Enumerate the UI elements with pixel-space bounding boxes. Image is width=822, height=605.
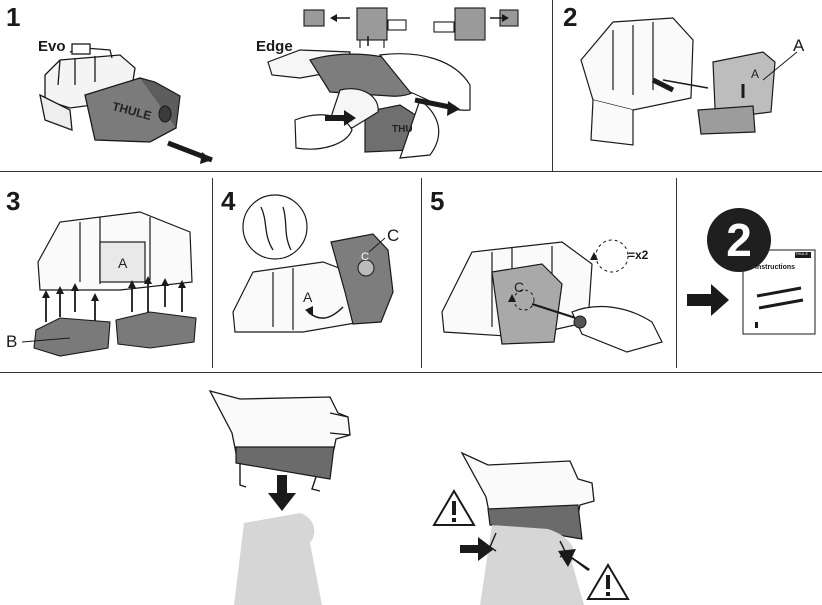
divider-step5 — [421, 178, 422, 368]
step-5-number: 5 — [430, 186, 445, 216]
cover-c — [330, 233, 394, 325]
step-2-illustration: A — [580, 17, 798, 146]
callout-a: A — [793, 36, 805, 55]
evo-foot-illustration: THULE — [39, 43, 213, 164]
edge-logo: THU — [392, 124, 413, 135]
cover-c-letter: C — [361, 251, 369, 263]
step-2-panel: 2 A A — [553, 0, 822, 171]
edge-foot-illustration: THU — [267, 7, 519, 159]
screw-multiplier: =x2 — [628, 248, 649, 262]
divider-top — [0, 171, 822, 172]
rubber-pad-upper — [235, 446, 335, 480]
instructions-brand: THULE — [795, 251, 809, 256]
step-4-illustration: A C — [232, 194, 394, 333]
next-badge-number: 2 — [726, 214, 752, 266]
step-5-illustration: C — [441, 239, 663, 353]
plate-c-letter: C — [514, 279, 524, 295]
divider-next — [676, 178, 677, 368]
instructions-title: Instructions — [755, 264, 796, 271]
detail-inset-circle — [242, 194, 308, 260]
edge-label: Edge — [256, 38, 293, 55]
next-instructions-panel: 2 Instructions THULE — [677, 172, 822, 372]
step-4-panel: 4 C A C — [213, 172, 421, 372]
evo-label: Evo — [38, 38, 66, 55]
roof-profile-right — [480, 525, 584, 605]
fit-panel — [0, 373, 822, 605]
step-4-number: 4 — [221, 186, 236, 216]
next-arrow — [687, 249, 816, 335]
step-1-panel: 1 Evo Edge THULE THU — [0, 0, 552, 171]
divider-step2 — [552, 0, 553, 171]
step-2-number: 2 — [563, 2, 578, 32]
callout-c: C — [387, 226, 400, 245]
rubber-pad-lower — [487, 504, 583, 540]
plate-a-letter: A — [751, 67, 759, 81]
plate-a-letter-4: A — [303, 289, 313, 305]
roof-profile-left — [234, 513, 322, 605]
step-3-panel: 3 B A — [0, 172, 212, 372]
screw-detail-circle — [595, 239, 629, 273]
next-badge: 2 — [707, 208, 771, 272]
step-5-panel: 5 =x2 C — [422, 172, 676, 372]
plate-a-letter-3: A — [118, 255, 128, 271]
step-1-number: 1 — [6, 2, 21, 32]
callout-b: B — [6, 332, 18, 351]
step-3-number: 3 — [6, 186, 21, 216]
divider-middle — [0, 372, 822, 373]
divider-step4 — [212, 178, 213, 368]
step-3-illustration: A — [21, 211, 197, 357]
fit-correct-illustration — [208, 389, 630, 605]
